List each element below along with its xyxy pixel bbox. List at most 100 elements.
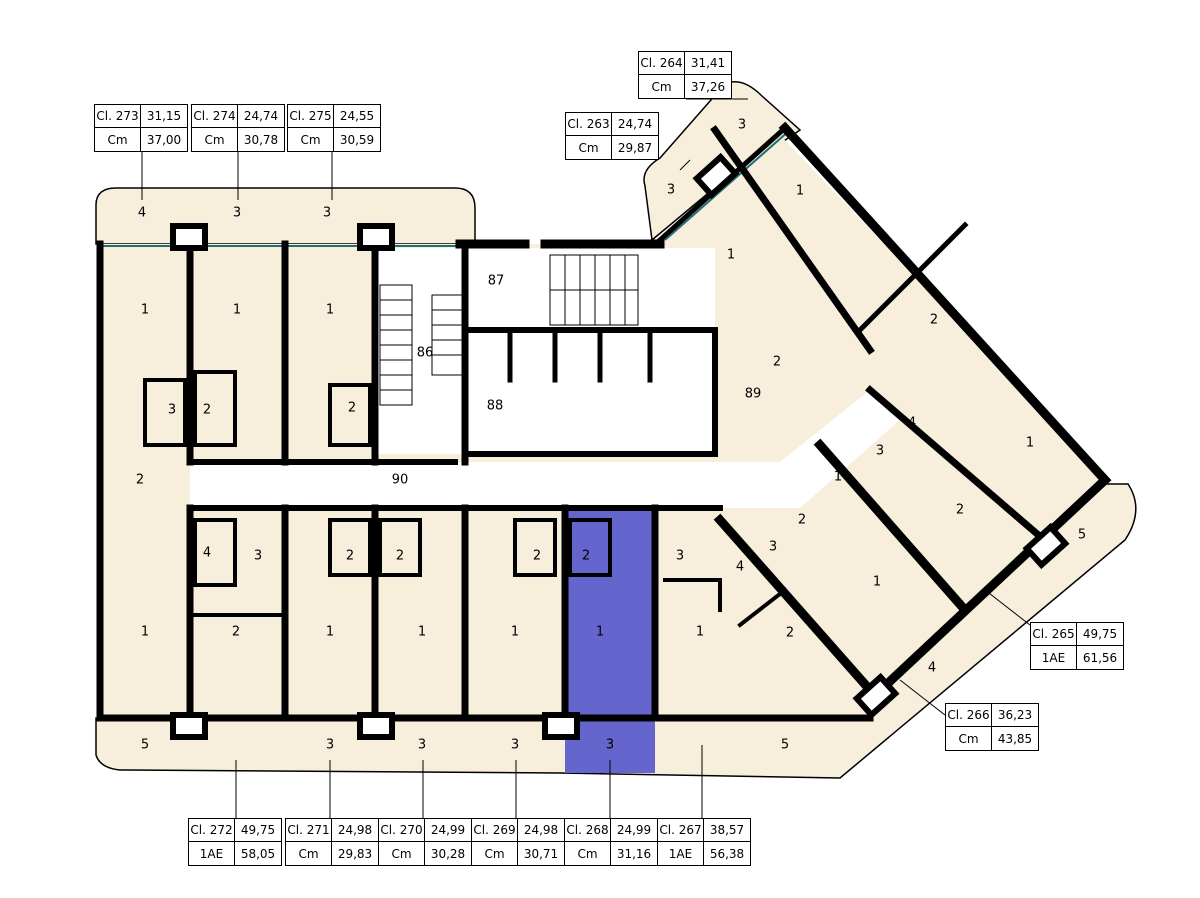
apartment-area: 31,15 [141, 105, 187, 128]
room-number: 2 [396, 549, 404, 564]
apartment-label-265: Cl. 265 49,75 1AE 61,56 [1030, 622, 1124, 670]
elevator-blocks [170, 152, 1070, 740]
apartment-total: 58,05 [240, 846, 276, 861]
room-number: 3 [876, 444, 884, 459]
apartment-label-264: Cl. 264 31,41 Cm 37,26 [638, 51, 732, 99]
room-number: 3 [738, 118, 746, 133]
room-number: 1 [796, 184, 804, 199]
apartment-label-273: Cl. 273 31,15 Cm 37,00 [94, 104, 188, 152]
room-number: 2 [348, 401, 356, 416]
apartment-area: 24,55 [334, 105, 380, 128]
apartment-label-266: Cl. 266 36,23 Cm 43,85 [945, 703, 1039, 751]
apartment-number: Cl. 274 [192, 105, 238, 128]
room-number: 2 [786, 626, 794, 641]
apartment-area: 38,57 [704, 819, 750, 842]
apartment-type: Cm [192, 128, 238, 151]
apartment-type: 1AE [658, 842, 704, 865]
apartment-area: 24,99 [611, 819, 657, 842]
apartment-type: Cm [95, 128, 141, 151]
apartment-area: 31,41 [685, 52, 731, 75]
apartment-type: Cm [472, 842, 518, 865]
room-labels: 4 3 3 1 1 1 3 2 2 2 4 3 2 2 2 2 2 3 4 1 … [136, 118, 1086, 753]
room-number: 3 [511, 738, 519, 753]
room-number: 4 [138, 206, 146, 221]
apartment-type: Cm [566, 136, 612, 159]
room-number: 4 [736, 560, 744, 575]
apartment-number: Cl. 268 [565, 819, 611, 842]
room-number: 1 [834, 470, 842, 485]
room-elevator-hall: 87 [488, 274, 505, 289]
room-storage: 89 [745, 387, 762, 402]
room-number: 2 [930, 313, 938, 328]
apartment-total: 31,16 [616, 846, 652, 861]
room-number: 4 [928, 661, 936, 676]
room-number: 3 [418, 738, 426, 753]
room-number: 1 [727, 248, 735, 263]
apartment-total: 29,83 [337, 846, 373, 861]
balcony-top [95, 187, 476, 245]
apartment-number: Cl. 266 [946, 704, 992, 727]
room-number: 2 [346, 549, 354, 564]
apartment-area: 36,23 [992, 704, 1038, 727]
room-number: 1 [873, 575, 881, 590]
core-white [375, 248, 465, 454]
apartment-type: Cm [286, 842, 332, 865]
room-number: 2 [232, 625, 240, 640]
room-corridor: 90 [392, 473, 409, 488]
room-number: 5 [781, 738, 789, 753]
apartment-number: Cl. 269 [472, 819, 518, 842]
room-number: 2 [582, 549, 590, 564]
room-number: 3 [323, 206, 331, 221]
apartment-total: 43,85 [997, 731, 1033, 746]
walls [96, 121, 1112, 722]
apartment-label-268: Cl. 268 24,99 Cm 31,16 [564, 818, 658, 866]
room-number: 3 [667, 183, 675, 198]
apartment-type: Cm [288, 128, 334, 151]
room-number: 1 [233, 303, 241, 318]
apartment-total: 37,26 [690, 79, 726, 94]
apartment-number: Cl. 273 [95, 105, 141, 128]
apartment-total: 61,56 [1082, 650, 1118, 665]
room-number: 5 [141, 738, 149, 753]
apartment-label-267: Cl. 267 38,57 1AE 56,38 [657, 818, 751, 866]
room-number: 4 [908, 416, 916, 431]
leader-lines [141, 98, 1031, 818]
room-number: 1 [1026, 436, 1034, 451]
room-number: 3 [769, 540, 777, 555]
apartment-area: 49,75 [235, 819, 281, 842]
apartment-number: Cl. 271 [286, 819, 332, 842]
apartment-number: Cl. 265 [1031, 623, 1077, 646]
apartment-type: 1AE [1031, 646, 1077, 669]
room-number: 2 [136, 473, 144, 488]
apartment-total: 30,28 [430, 846, 466, 861]
room-number: 3 [606, 738, 614, 753]
room-number: 3 [676, 549, 684, 564]
apartment-area: 24,98 [332, 819, 378, 842]
apartment-area: 24,74 [238, 105, 284, 128]
room-number: 1 [326, 303, 334, 318]
apartment-number: Cl. 267 [658, 819, 704, 842]
apartment-type: 1AE [189, 842, 235, 865]
apartment-label-263: Cl. 263 24,74 Cm 29,87 [565, 112, 659, 160]
room-number: 1 [596, 625, 604, 640]
apartment-type: Cm [639, 75, 685, 98]
apartment-label-271: Cl. 271 24,98 Cm 29,83 [285, 818, 379, 866]
room-number: 5 [1078, 528, 1086, 543]
apartment-type: Cm [946, 727, 992, 750]
apartment-total: 30,71 [523, 846, 559, 861]
room-number: 1 [511, 625, 519, 640]
room-number: 2 [533, 549, 541, 564]
apartment-label-269: Cl. 269 24,98 Cm 30,71 [471, 818, 565, 866]
room-number: 3 [254, 549, 262, 564]
room-number: 1 [141, 303, 149, 318]
apartment-number: Cl. 272 [189, 819, 235, 842]
apartment-area: 49,75 [1077, 623, 1123, 646]
apartment-label-270: Cl. 270 24,99 Cm 30,28 [378, 818, 472, 866]
room-number: 1 [326, 625, 334, 640]
apartment-total: 30,59 [339, 132, 375, 147]
room-number: 2 [773, 355, 781, 370]
apartment-label-275: Cl. 275 24,55 Cm 30,59 [287, 104, 381, 152]
apartment-number: Cl. 270 [379, 819, 425, 842]
apartment-total: 37,00 [146, 132, 182, 147]
room-number: 1 [696, 625, 704, 640]
